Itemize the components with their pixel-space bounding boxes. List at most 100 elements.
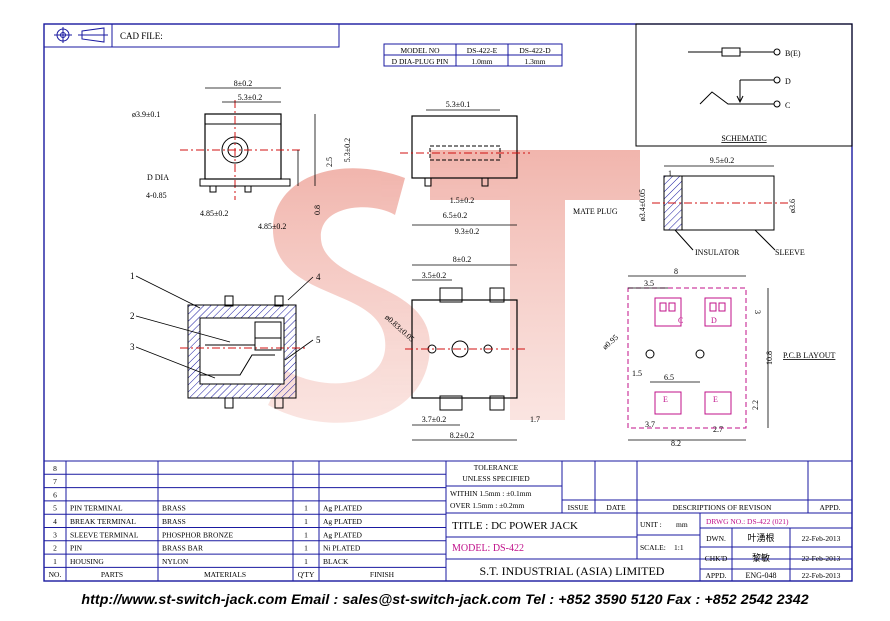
schematic-pin-c: C [785,101,790,110]
bom-cell: BREAK TERMINAL [70,517,136,526]
model-table-cell-1: 1.0mm [471,57,492,66]
pcb-pad-e1-label: E [663,395,668,404]
bom-header: Q'TY [298,570,315,579]
bom-cell: HOUSING [70,557,104,566]
mate-plug: 9.5±0.2 1 ø3.4±0.05 ø3.6 MATE PLUG INSUL… [573,156,805,257]
cad-file-label: CAD FILE: [120,31,163,41]
bom-cell: 1 [53,557,57,566]
section-view: 1 2 3 4 5 [130,271,321,409]
bom-cell: Ag PLATED [323,504,363,513]
bom-cell: 1 [304,557,308,566]
dwn-date: 22-Feb-2013 [802,534,841,543]
bom-cell: PHOSPHOR BRONZE [162,530,233,539]
tolerance-title: TOLERANCE [474,463,519,472]
bom-cell: 4 [53,517,57,526]
st-watermark [268,150,640,423]
side-view: 5.3±0.1 1.5±0.2 6.5±0.2 9.3±0.2 [400,100,530,236]
pcb-pad-d: D [704,297,732,327]
bottom-dim-w17: 1.7 [530,415,540,424]
pcb-pad-e2: E [704,391,732,415]
front-dim-h25: 2.5 [325,157,334,167]
plug-label-mate: MATE PLUG [573,207,618,216]
chk-label: CHK'D [705,554,728,563]
bom-cell: Ag PLATED [323,517,363,526]
tolerance-block: TOLERANCE UNLESS SPECIFIED WITHIN 1.5mm … [445,460,853,514]
pcb-dim-dia095: ø0.95 [601,333,620,352]
bom-cell: SLEEVE TERMINAL [70,530,139,539]
pcb-pad-c-label: C [678,316,683,325]
pcb-pad-c: C [654,297,683,327]
model-table-cell-0: D DIA-PLUG PIN [392,57,449,66]
pcb-pad-e1: E [654,391,682,415]
revision-issue: ISSUE [568,503,589,512]
dwn-label: DWN. [706,534,726,543]
model-table-head-1: DS-422-E [467,46,498,55]
dwn-name: 叶湧根 [747,532,774,543]
side-dim-w53: 5.3±0.1 [446,100,470,109]
bottom-dim-w37: 3.7±0.2 [422,415,446,424]
bom-cell: Ag PLATED [323,530,363,539]
schematic-pin-b: B(E) [785,49,801,58]
contact-footer: http://www.st-switch-jack.com Email : sa… [81,592,809,608]
bom-cell: 2 [53,544,57,553]
bom-cell: PIN TERMINAL [70,504,123,513]
bottom-dim-w8: 8±0.2 [453,255,471,264]
revision-desc: DESCRIPTIONS OF REVISON [673,503,772,512]
schematic: B(E) D C SCHEMATIC [635,23,853,147]
model-table: MODEL NO DS-422-E DS-422-D D DIA-PLUG PI… [383,43,563,67]
pcb-dim-h22: 2.2 [751,400,760,410]
bom-cell: BLACK [323,557,349,566]
bom-cell: BRASS BAR [162,544,203,553]
schematic-pin-d: D [785,77,791,86]
bom-cell: NYLON [162,557,189,566]
front-dim-w53: 5.3±0.2 [238,93,262,102]
bom-cell: 1 [304,544,308,553]
plug-label-insulator: INSULATOR [695,248,740,257]
section-callout-2: 2 [130,311,135,321]
bom-header: MATERIALS [204,570,246,579]
pcb-dim-w37: 3.7 [645,420,655,429]
plug-dim-w1: 1 [668,169,672,178]
bom-cell: 1 [304,504,308,513]
bom-cell: BRASS [162,517,186,526]
revision-appd: APPD. [819,503,840,512]
plug-dim-dia34: ø3.4±0.05 [638,189,647,221]
chk-name: 黎敏 [752,552,770,563]
section-callout-4: 4 [316,272,321,282]
bom-cell: 8 [53,464,57,473]
appd-name: ENG-048 [745,571,776,580]
front-dim-w8: 8±0.2 [234,79,252,88]
plug-dim-dia36: ø3.6 [788,199,797,213]
front-view: 8±0.2 5.3±0.2 ø3.9±0.1 D DIA 4-0.85 4.85… [132,79,352,231]
pcb-dim-w65: 6.5 [664,373,674,382]
pcb-dim-h108: 10.8 [765,351,774,365]
drawing-title: TITLE : DC POWER JACK [452,520,578,532]
bom-cell: 6 [53,490,57,499]
bom-cell: BRASS [162,504,186,513]
bom-cell: 5 [53,504,57,513]
bom-cell: Ni PLATED [323,544,361,553]
model-table-cell-2: 1.3mm [524,57,545,66]
tolerance-within: WITHIN 1.5mm : ±0.1mm [450,489,532,498]
model-table-head-0: MODEL NO [400,46,440,55]
appd-label: APPD. [705,571,726,580]
drawing-model: MODEL: DS-422 [452,543,524,554]
pcb-dim-w8: 8 [674,267,678,276]
front-dim-w485b: 4.85±0.2 [258,222,286,231]
company-name: S.T. INDUSTRIAL (ASIA) LIMITED [480,564,665,578]
scale-value: 1:1 [674,543,684,552]
bom-cell: 3 [53,530,57,539]
side-dim-w15: 1.5±0.2 [450,196,474,205]
front-dim-h08: 0.8 [313,205,322,215]
pcb-pad-e2-label: E [713,395,718,404]
appd-date: 22-Feb-2013 [802,571,841,580]
tolerance-over: OVER 1.5mm : ±0.2mm [450,501,524,510]
section-callout-1: 1 [130,271,135,281]
front-dim-l4085: 4-0.85 [146,191,167,200]
section-callout-3: 3 [130,342,135,352]
bom-header: PARTS [101,570,123,579]
section-callout-5: 5 [316,335,321,345]
model-table-head-2: DS-422-D [519,46,551,55]
front-dim-w485a: 4.85±0.2 [200,209,228,218]
